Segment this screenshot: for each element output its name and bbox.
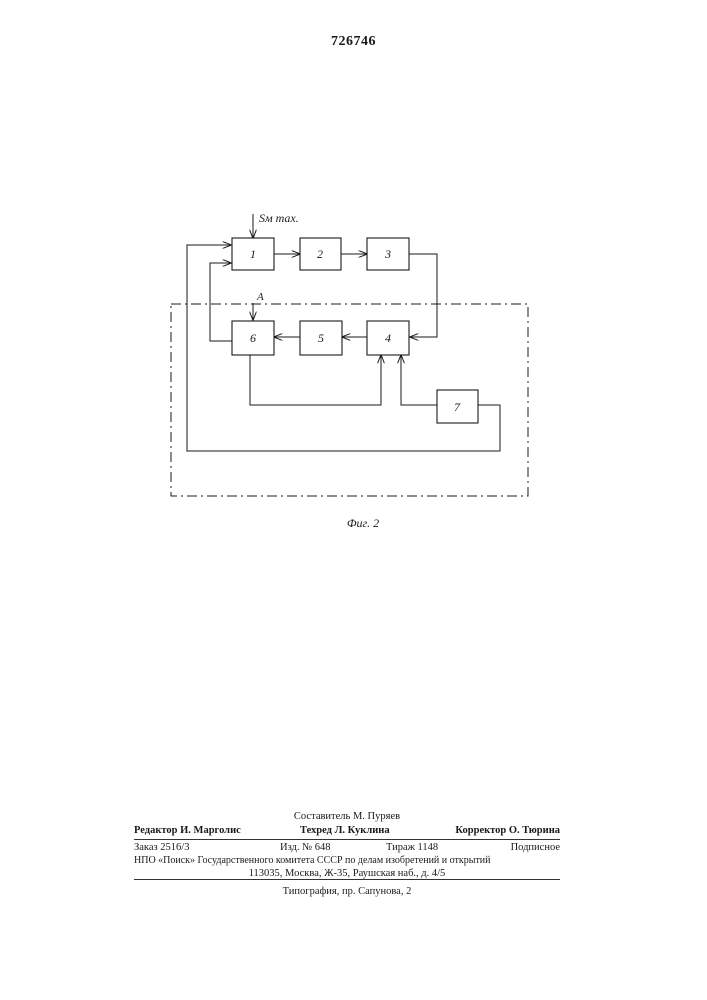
input-a-label: A [256, 291, 264, 303]
organization-line: НПО «Поиск» Государственного комитета СС… [134, 854, 491, 867]
compiler-line: Составитель М. Пуряев [134, 810, 560, 823]
editor-line: Редактор И. Марголис [134, 824, 241, 837]
tech-editor-line: Техред Л. Куклина [300, 824, 390, 837]
link-6-4 [250, 354, 381, 405]
block-7-label: 7 [454, 400, 461, 414]
link-6-1 [210, 263, 232, 341]
imprint-rule-top [134, 839, 560, 840]
print-run: Тираж 1148 [386, 841, 438, 854]
link-7-4 [401, 355, 437, 405]
block-4-label: 4 [385, 331, 391, 345]
link-3-4 [409, 254, 437, 337]
edition-number: Изд. № 648 [280, 841, 331, 854]
input-sm-max-label: Sм max. [259, 211, 299, 225]
corrector-line: Корректор О. Тюрина [455, 824, 560, 837]
imprint-rule-bottom [134, 879, 560, 880]
printing-house-line: Типография, пр. Сапунова, 2 [134, 885, 560, 898]
imprint: Составитель М. Пуряев Редактор И. Маргол… [134, 810, 560, 900]
block-2-label: 2 [317, 247, 323, 261]
block-5-label: 5 [318, 331, 324, 345]
block-diagram: 1 2 3 4 5 6 7 Sм max. A Фиг. 2 [0, 0, 707, 560]
order-number: Заказ 2516/3 [134, 841, 189, 854]
subscription-note: Подписное [511, 841, 560, 854]
block-6-label: 6 [250, 331, 256, 345]
block-3-label: 3 [384, 247, 391, 261]
block-1-label: 1 [250, 247, 256, 261]
figure-caption: Фиг. 2 [347, 516, 379, 530]
